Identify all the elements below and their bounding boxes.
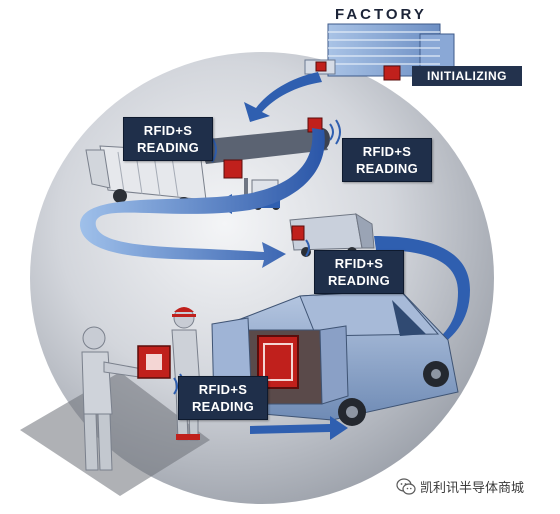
rfid-reading-label-delivery: RFID+S READING [178,376,268,420]
arrow-warehouse-to-transit [79,128,325,268]
rfid-reading-label-warehouse: RFID+S READING [123,117,213,161]
label-line1: RFID+S [143,123,193,138]
ground-shadow [20,372,210,496]
rfid-reading-label-conveyor: RFID+S READING [342,138,432,182]
label-line2: READING [355,161,419,176]
watermark: 凯利讯半导体商城 [396,477,524,496]
initializing-label: INITIALIZING [412,66,522,86]
delivery-van [211,289,459,426]
label-line2: READING [136,140,200,155]
arrow-factory-to-warehouse [244,72,322,122]
factory-title: FACTORY [335,6,427,23]
label-line2: READING [327,273,391,288]
rfid-tag-factory-small [315,61,327,72]
label-line2: READING [191,399,255,414]
conveyor-tube [198,128,328,164]
arrow-delivery-final [250,416,348,440]
wechat-icon [396,477,416,495]
rfid-reading-label-transit: RFID+S READING [314,250,404,294]
rfid-tag-transit [291,225,305,241]
label-line1: RFID+S [362,144,412,159]
watermark-text: 凯利讯半导体商城 [420,481,525,496]
arrow-transit-to-destination [374,236,470,370]
label-line1: RFID+S [198,382,248,397]
transit-van [289,212,375,257]
rfid-tag-factory [383,65,401,81]
rfid-tag-truck [223,159,243,179]
label-line1: RFID+S [334,256,384,271]
